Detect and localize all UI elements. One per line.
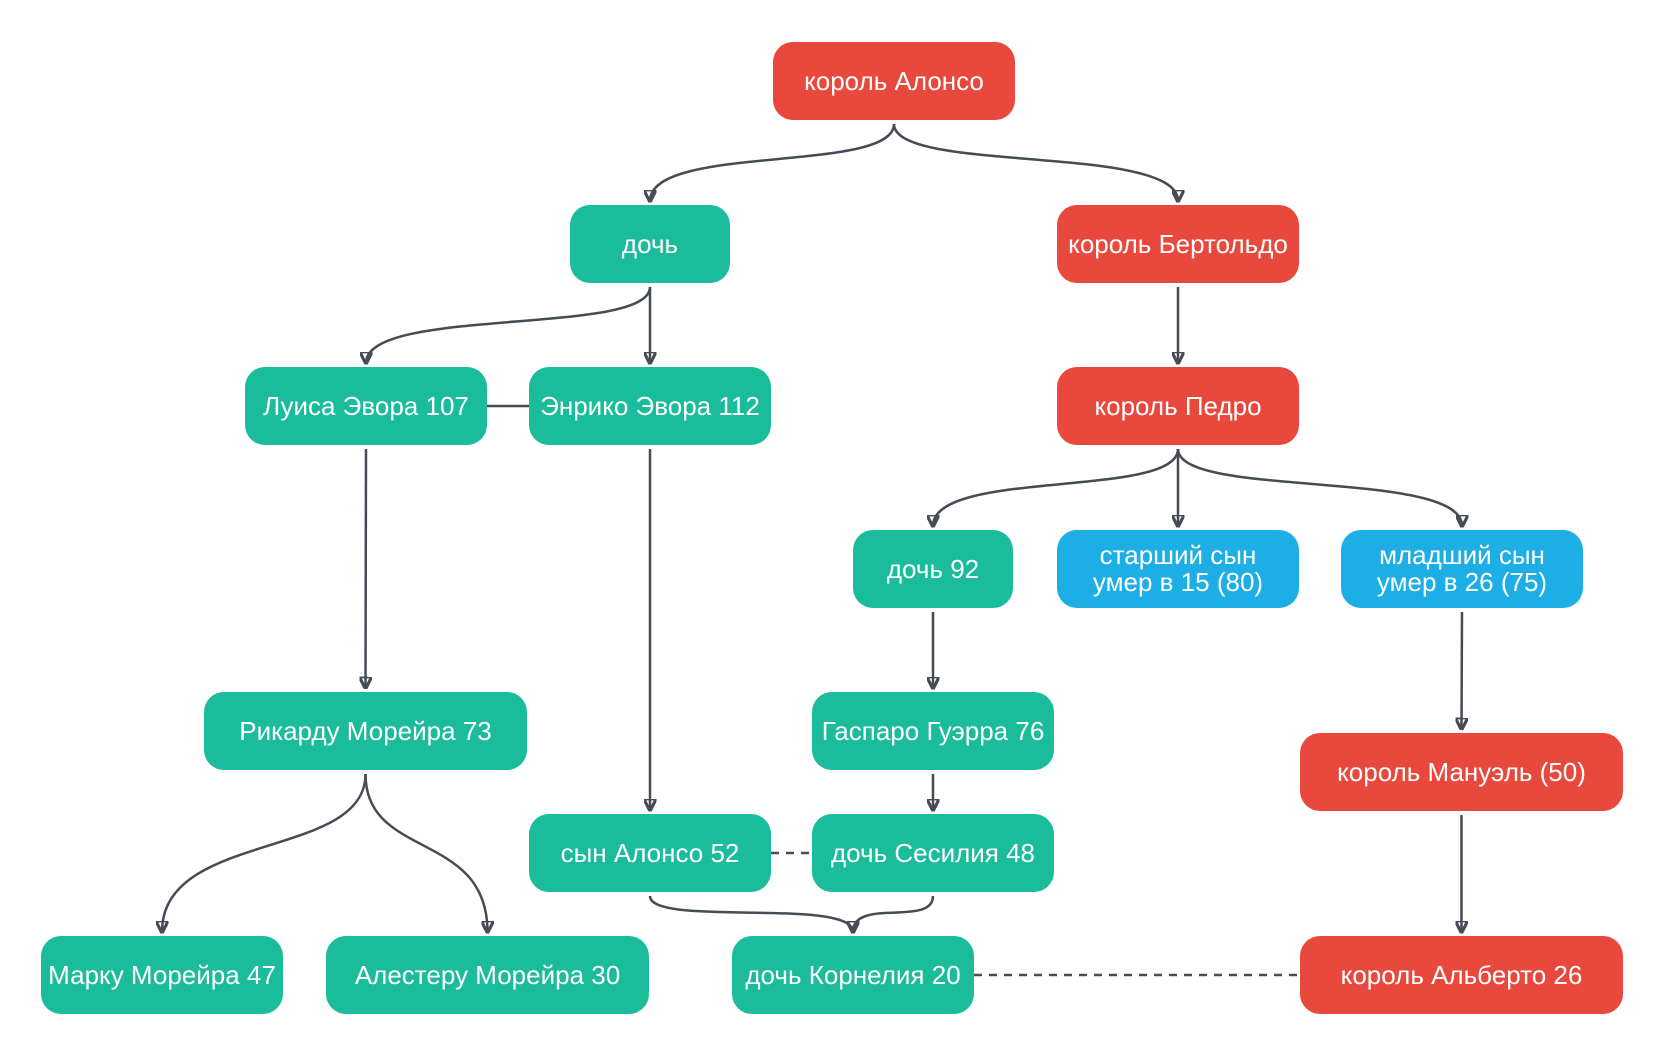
node-label-line: дочь Сесилия 48 xyxy=(830,837,1036,868)
node-son-alonso: сын Алонсо 52 xyxy=(529,814,771,892)
node-label: дочь Сесилия 48 xyxy=(830,837,1036,868)
node-label-line: старший сын xyxy=(1099,540,1257,570)
node-daughter-92: дочь 92 xyxy=(853,530,1013,608)
node-label-line: Алестеру Морейра 30 xyxy=(354,959,621,990)
node-king-alonso: король Алонсо xyxy=(773,42,1015,120)
node-label-line: умер в 15 (80) xyxy=(1092,567,1264,597)
node-label: Алестеру Морейра 30 xyxy=(354,959,621,990)
node-label: король Мануэль (50) xyxy=(1337,756,1586,787)
node-label: Рикарду Морейра 73 xyxy=(239,715,492,746)
node-label: король Бертольдо xyxy=(1068,228,1288,259)
node-label-line: умер в 26 (75) xyxy=(1376,567,1548,597)
node-king-pedro: король Педро xyxy=(1057,367,1299,445)
node-label: дочь xyxy=(621,228,679,259)
node-label: король Альберто 26 xyxy=(1340,959,1583,990)
connector-alonso-bertoldo xyxy=(892,123,1178,201)
node-label-line: король Алонсо xyxy=(804,65,984,96)
node-alesteru-moreira: Алестеру Морейра 30 xyxy=(326,936,649,1014)
node-label: король Алонсо xyxy=(804,65,984,96)
node-label: дочь 92 xyxy=(886,553,980,584)
connector-pedro-mladshiy xyxy=(1176,448,1462,526)
node-enrico-evora: Энрико Эвора 112 xyxy=(529,367,771,445)
node-label-line: король Альберто 26 xyxy=(1340,959,1583,990)
node-label-line: король Бертольдо xyxy=(1068,228,1288,259)
node-label: Луиса Эвора 107 xyxy=(263,390,469,421)
node-marku-moreira: Марку Морейра 47 xyxy=(41,936,283,1014)
node-luisa-evora: Луиса Эвора 107 xyxy=(245,367,487,445)
node-label: Энрико Эвора 112 xyxy=(540,390,760,421)
node-label: Марку Морейра 47 xyxy=(48,959,276,990)
node-daughter-cornelia: дочь Корнелия 20 xyxy=(732,936,974,1014)
node-label: Гаспаро Гуэрра 76 xyxy=(821,715,1045,746)
connector-sonalonso-cornelia xyxy=(648,895,853,932)
node-daughter: дочь xyxy=(570,205,730,283)
connector-doch-luisa xyxy=(366,286,652,363)
node-label-line: король Мануэль (50) xyxy=(1337,756,1586,787)
node-label-line: король Педро xyxy=(1094,390,1262,421)
connector-alonso-doch xyxy=(650,123,896,201)
node-label: дочь Корнелия 20 xyxy=(745,959,961,990)
node-label-line: Гаспаро Гуэрра 76 xyxy=(821,715,1045,746)
node-label-line: младший сын xyxy=(1379,540,1545,570)
node-label-line: дочь Корнелия 20 xyxy=(745,959,961,990)
connector-pedro-doch92 xyxy=(933,448,1180,526)
node-label-line: дочь xyxy=(621,228,679,259)
connector-ricardu-marku xyxy=(162,773,367,932)
node-label-line: Энрико Эвора 112 xyxy=(540,390,760,421)
node-label-line: Марку Морейра 47 xyxy=(48,959,276,990)
node-label-line: сын Алонсо 52 xyxy=(560,837,740,868)
node-label-line: Луиса Эвора 107 xyxy=(263,390,469,421)
node-gasparo-guerra: Гаспаро Гуэрра 76 xyxy=(812,692,1054,770)
node-king-bertoldo: король Бертольдо xyxy=(1057,205,1299,283)
node-king-manuel: король Мануэль (50) xyxy=(1300,733,1623,811)
node-label: король Педро xyxy=(1094,390,1262,421)
node-daughter-cecilia: дочь Сесилия 48 xyxy=(812,814,1054,892)
node-ricardu-moreira: Рикарду Морейра 73 xyxy=(204,692,527,770)
connector-cecilia-cornelia xyxy=(853,895,935,932)
connector-mladshiy-manuel xyxy=(1462,611,1463,729)
connector-luisa-ricardu xyxy=(366,448,367,688)
connector-ricardu-alesteru xyxy=(364,773,488,932)
node-label-line: дочь 92 xyxy=(886,553,980,584)
node-label: сын Алонсо 52 xyxy=(560,837,740,868)
node-king-alberto: король Альберто 26 xyxy=(1300,936,1623,1014)
node-label-line: Рикарду Морейра 73 xyxy=(239,715,492,746)
